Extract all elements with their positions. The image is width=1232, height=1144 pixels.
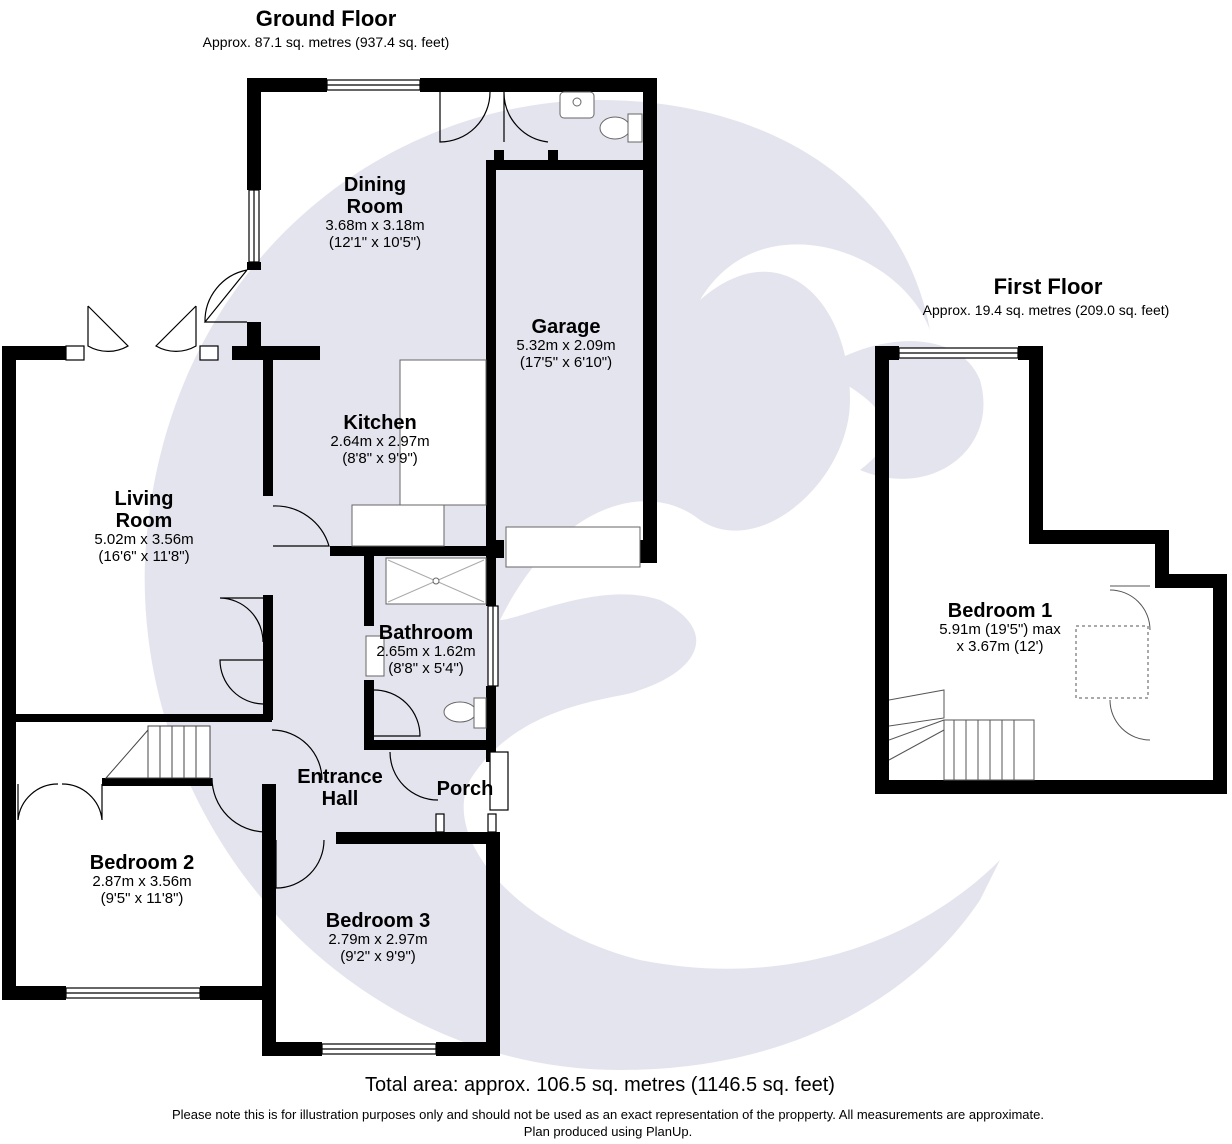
plan-producer-note: Plan produced using PlanUp. (523, 1124, 693, 1139)
room-label-garage: Garage 5.32m x 2.09m (17'5" x 6'10") (486, 316, 646, 371)
first-floor-title: First Floor (993, 274, 1103, 299)
room-label-entrance-hall: Entrance Hall (280, 766, 400, 810)
room-label-kitchen: Kitchen 2.64m x 2.97m (8'8" x 9'9") (300, 412, 460, 467)
room-label-bathroom: Bathroom 2.65m x 1.62m (8'8" x 5'4") (356, 622, 496, 677)
room-dim-metric: 2.64m x 2.97m (330, 433, 430, 450)
room-dim-line2: x 3.67m (12') (956, 637, 1044, 655)
door-swings (17, 91, 549, 889)
first-floor-walls (875, 346, 1227, 794)
ground-floor-windows (65, 79, 509, 1055)
room-name-line1: Entrance (297, 766, 383, 788)
room-label-bedroom-3: Bedroom 3 2.79m x 2.97m (9'2" x 9'9") (296, 910, 460, 965)
ground-floor-area: Approx. 87.1 sq. metres (937.4 sq. feet) (202, 34, 450, 50)
room-name-line1: Living (114, 488, 174, 510)
fixtures (104, 91, 643, 779)
room-name: Porch (436, 778, 494, 800)
first-floor-fixtures (888, 585, 1151, 781)
room-label-dining-room: Dining Room 3.68m x 3.18m (12'1" x 10'5"… (296, 174, 454, 251)
room-dim-imperial: (9'2" x 9'9") (340, 947, 416, 965)
total-area: Total area: approx. 106.5 sq. metres (11… (365, 1074, 835, 1096)
room-name-line2: Room (115, 510, 173, 532)
room-name: Bedroom 2 (89, 852, 195, 874)
room-dim-imperial: (16'6" x 11'8") (98, 547, 190, 565)
room-dim-metric: 5.02m x 3.56m (94, 531, 194, 548)
room-name: Bathroom (378, 622, 474, 644)
room-name-line2: Hall (321, 788, 359, 810)
room-name: Bedroom 1 (947, 600, 1053, 622)
room-label-bedroom-2: Bedroom 2 2.87m x 3.56m (9'5" x 11'8") (60, 852, 224, 907)
room-name-line2: Room (346, 196, 404, 218)
room-dim-imperial: (8'8" x 9'9") (342, 449, 418, 467)
room-dim-imperial: (12'1" x 10'5") (328, 233, 422, 251)
room-dim-metric: 2.65m x 1.62m (376, 643, 476, 660)
room-name-line1: Dining (343, 174, 407, 196)
room-dim-metric: 5.32m x 2.09m (516, 337, 616, 354)
room-dim-imperial: (8'8" x 5'4") (388, 659, 464, 677)
room-dim-metric: 3.68m x 3.18m (325, 217, 425, 234)
room-label-bedroom-1: Bedroom 1 5.91m (19'5") max x 3.67m (12'… (910, 600, 1090, 655)
room-label-porch: Porch (420, 778, 510, 800)
room-label-living-room: Living Room 5.02m x 3.56m (16'6" x 11'8"… (64, 488, 224, 565)
room-name: Bedroom 3 (325, 910, 431, 932)
disclaimer-text: Please note this is for illustration pur… (172, 1107, 1044, 1122)
ground-floor-title: Ground Floor (255, 6, 397, 31)
room-name: Kitchen (343, 412, 417, 434)
room-dim-metric: 2.79m x 2.97m (328, 931, 428, 948)
room-dim-metric: 2.87m x 3.56m (92, 873, 192, 890)
room-dim-imperial: (9'5" x 11'8") (100, 889, 184, 907)
room-dim-line1: 5.91m (19'5") max (939, 621, 1061, 638)
ground-floor-walls (2, 78, 657, 1056)
first-floor-area: Approx. 19.4 sq. metres (209.0 sq. feet) (922, 302, 1170, 318)
logo-watermark (144, 100, 1000, 1070)
room-dim-imperial: (17'5" x 6'10") (519, 353, 613, 371)
first-floor-window (898, 347, 1019, 359)
room-name: Garage (531, 316, 601, 338)
